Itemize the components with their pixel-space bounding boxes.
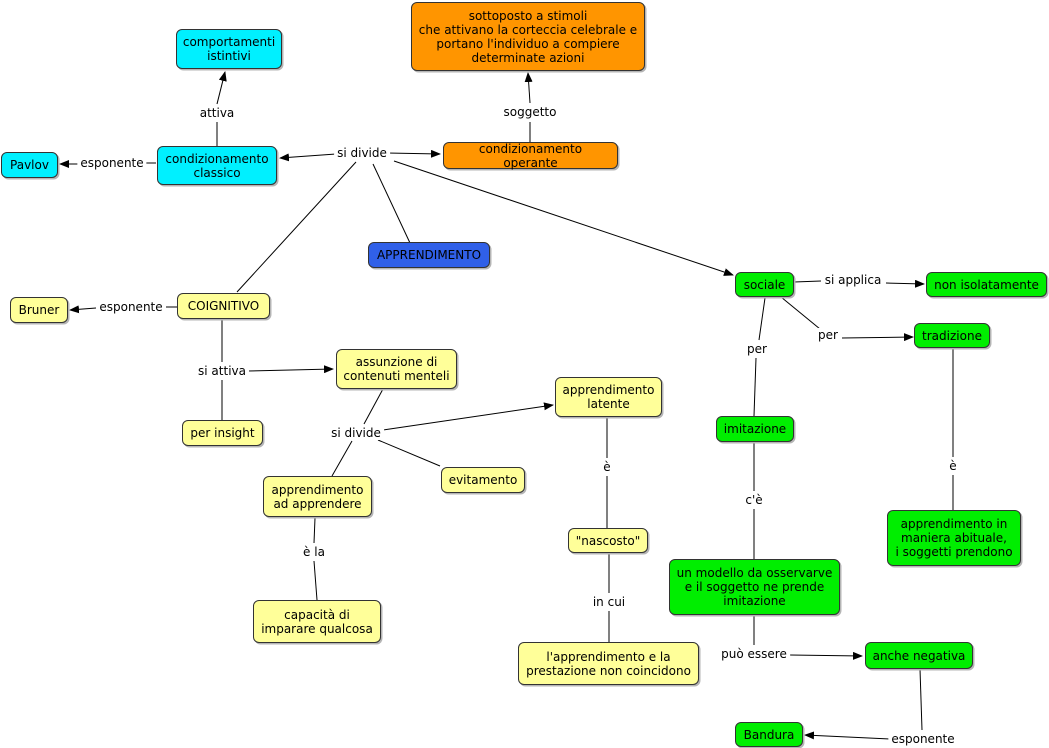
node-bandura[interactable]: Bandura [735, 722, 803, 747]
node-capacita[interactable]: capacità di imparare qualcosa [253, 600, 381, 643]
label-si-divide-sub: si divide [328, 426, 384, 440]
node-non-isolatamente[interactable]: non isolatamente [926, 272, 1047, 297]
label-esponente-bruner: esponente [96, 300, 166, 314]
node-apprendimento-ad-apprendere[interactable]: apprendimento ad apprendere [263, 476, 372, 517]
label-e-la: è la [300, 545, 328, 559]
label-e-abituale: è [946, 459, 960, 473]
node-condizionamento-classico[interactable]: condizionamento classico [157, 146, 277, 185]
link-per-tradizione [841, 333, 914, 342]
node-modello[interactable]: un modello da osservarve e il soggetto n… [669, 559, 840, 615]
node-comportamenti-istintivi[interactable]: comportamenti istintivi [176, 29, 282, 69]
link-adapprendere-ela [313, 517, 316, 544]
link-esponente-bruner [69, 305, 97, 314]
node-cognitivo[interactable]: COIGNITIVO [177, 293, 270, 319]
node-sociale[interactable]: sociale [735, 272, 794, 297]
label-si-attiva: si attiva [195, 364, 249, 378]
label-esponente-pavlov: esponente [77, 156, 147, 170]
link-sociale-per-tradizione [780, 296, 821, 330]
node-assunzione[interactable]: assunzione di contenuti menteli [336, 349, 457, 389]
link-soggetto-stimoli [524, 72, 533, 104]
node-nascosto[interactable]: "nascosto" [568, 528, 648, 553]
link-sidivide-sociale [393, 160, 734, 276]
link-ela-capacita [313, 560, 318, 601]
link-puoessere-negativa [789, 651, 863, 660]
label-esponente-bandura: esponente [888, 732, 958, 746]
link-siapplica-isolatamente [885, 279, 925, 288]
link-sociale-siapplica [793, 280, 822, 283]
link-siattiva-assunzione [247, 365, 334, 374]
label-per-imitazione: per [744, 342, 770, 356]
node-bruner[interactable]: Bruner [10, 297, 68, 323]
label-attiva: attiva [196, 106, 238, 120]
label-si-applica: si applica [821, 273, 885, 287]
link-sociale-per-imitazione [758, 297, 766, 341]
link-sidivide-adapprendere [331, 440, 353, 477]
node-stimoli[interactable]: sottoposto a stimoli che attivano la cor… [411, 2, 645, 71]
node-per-insight[interactable]: per insight [182, 420, 263, 446]
link-sidivide-evitamento [377, 439, 441, 467]
node-pavlov[interactable]: Pavlov [1, 152, 58, 178]
link-sidivide-operante [386, 149, 441, 158]
label-e: è [600, 460, 614, 474]
link-sidivide-classico [279, 153, 337, 162]
link-sidivide-cognitivo [236, 161, 357, 293]
link-assunzione-sidivide [363, 388, 384, 425]
link-apprendimento-sidivide [372, 163, 411, 244]
link-per-imitazione [753, 357, 757, 417]
label-ce: c'è [742, 493, 766, 507]
link-attiva-comportamenti [216, 71, 227, 105]
link-sidivide-latente [382, 402, 554, 431]
node-condizionamento-operante[interactable]: condizionamento operante [443, 142, 618, 170]
link-esponente-bandura [804, 731, 891, 740]
node-coincidono[interactable]: l'apprendimento e la prestazione non coi… [518, 642, 699, 685]
label-soggetto: soggetto [500, 105, 560, 119]
node-imitazione[interactable]: imitazione [716, 416, 794, 442]
node-tradizione[interactable]: tradizione [914, 323, 990, 348]
label-per-tradizione: per [815, 328, 841, 342]
label-si-divide-main: si divide [334, 146, 390, 160]
link-negativa-esponente [919, 668, 923, 731]
node-evitamento[interactable]: evitamento [441, 467, 525, 493]
label-puo-essere: può essere [718, 647, 790, 661]
node-apprendimento-latente[interactable]: apprendimento latente [555, 377, 662, 417]
node-apprendimento[interactable]: APPRENDIMENTO [368, 242, 490, 268]
node-anche-negativa[interactable]: anche negativa [865, 642, 973, 669]
node-apprendimento-abituale[interactable]: apprendimento in maniera abituale, i sog… [887, 510, 1021, 566]
label-in-cui: in cui [589, 595, 629, 609]
